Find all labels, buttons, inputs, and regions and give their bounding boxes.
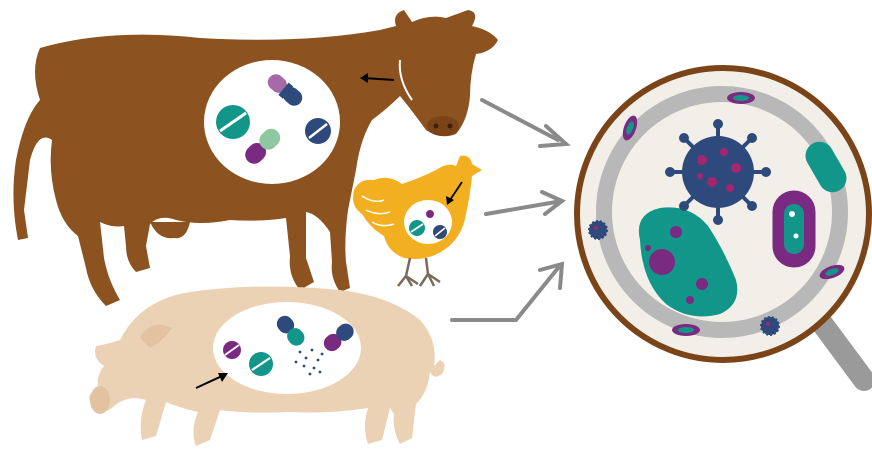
virus-icon	[665, 119, 771, 225]
tablet-icon	[249, 352, 273, 376]
bacteria-icon	[727, 92, 755, 104]
tablet-icon	[223, 341, 241, 359]
chicken-icon	[353, 156, 482, 286]
virus-icon	[589, 221, 607, 239]
tablet-icon	[433, 225, 447, 239]
flow-arrow-icon	[486, 192, 562, 214]
tablet-icon	[409, 220, 425, 236]
flow-arrow-icon	[452, 264, 562, 320]
tablet-icon	[305, 118, 331, 144]
chicken-stomach	[404, 200, 452, 244]
magnifying-glass-icon	[577, 68, 869, 380]
virus-icon	[761, 317, 779, 335]
tablet-icon	[216, 105, 250, 139]
bacteria-icon	[672, 324, 700, 336]
bacteria-icon	[774, 192, 814, 266]
pig-icon	[89, 286, 444, 446]
flow-arrow-icon	[482, 100, 566, 146]
